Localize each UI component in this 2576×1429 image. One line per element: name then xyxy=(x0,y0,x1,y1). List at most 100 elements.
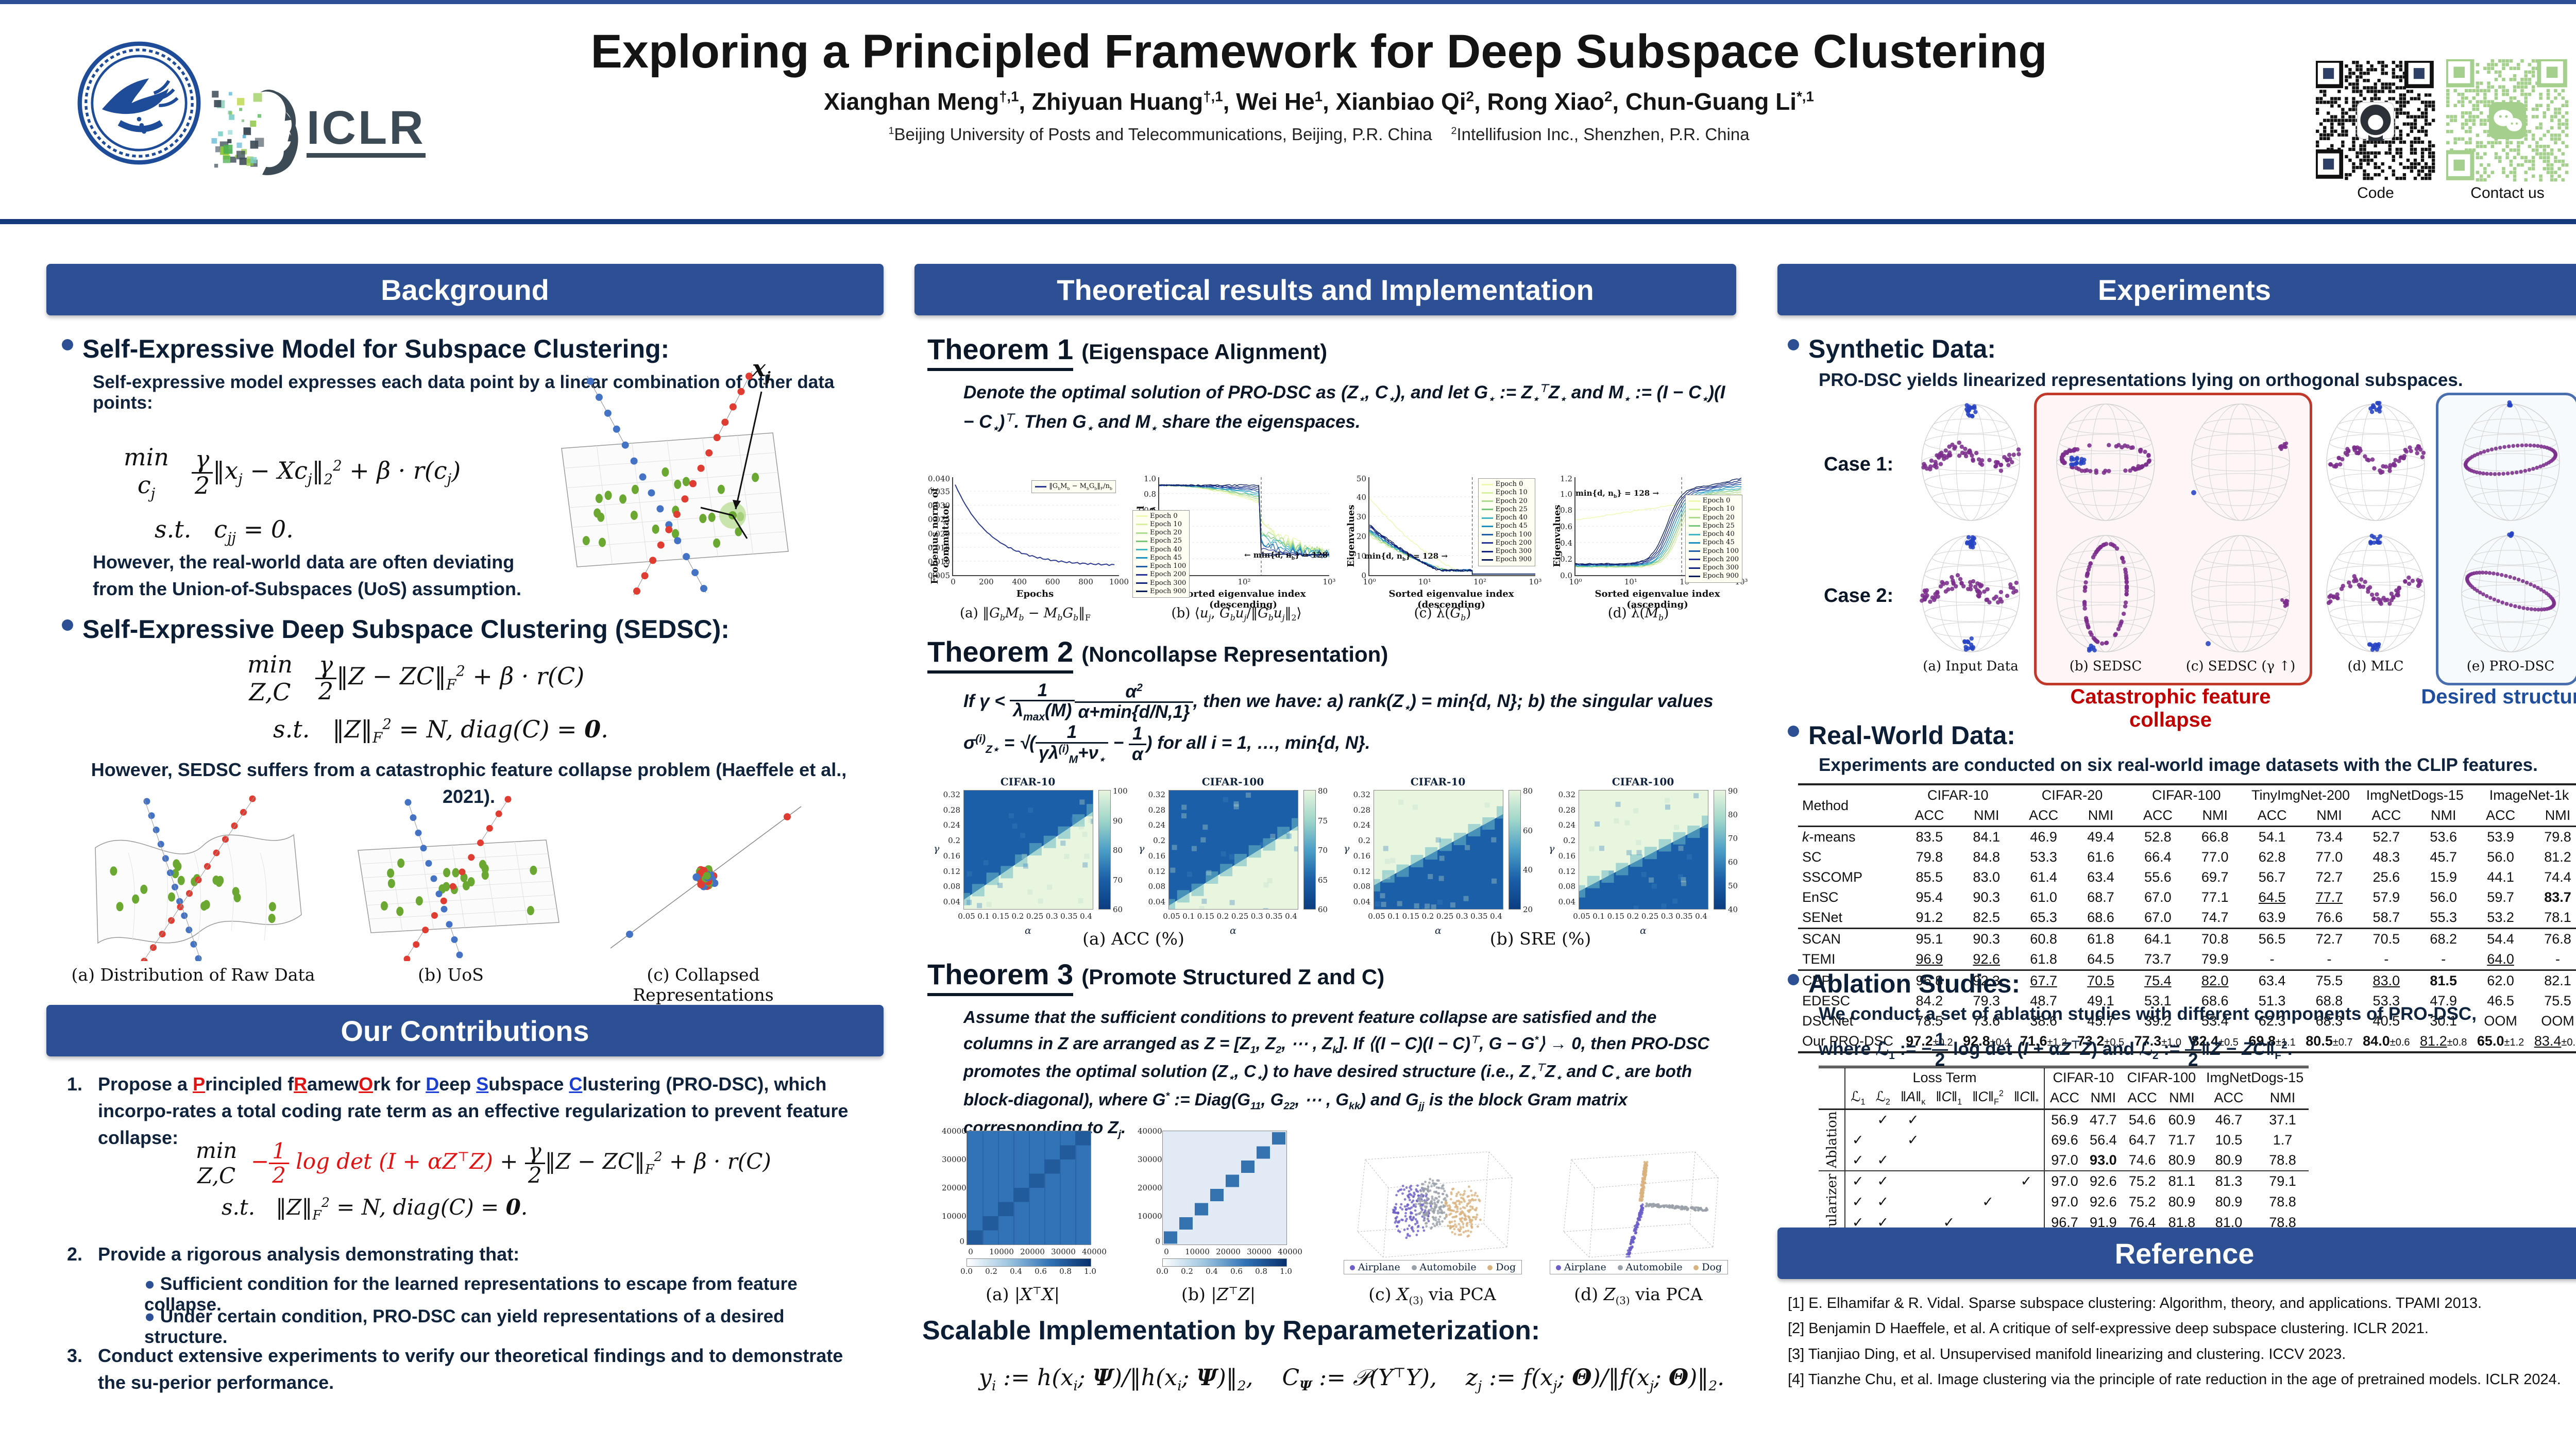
plot-eig-g-legend-item: Epoch 900 xyxy=(1481,556,1532,564)
scalable-heading: Scalable Implementation by Reparameteriz… xyxy=(922,1316,1540,1346)
plot-eig-g-legend-swatch xyxy=(1481,509,1493,511)
plot-eig-g-legend-item: Epoch 40 xyxy=(1481,514,1532,522)
gram-cbar-tick: 0.2 xyxy=(1181,1267,1193,1276)
plot-eig-m-legend-item: Epoch 25 xyxy=(1688,522,1739,530)
metric-value: 45.7 xyxy=(2087,1013,2114,1029)
heatmap-ytick: 0.24 xyxy=(1353,820,1370,830)
heatmap-ytick: 0.32 xyxy=(1558,790,1575,799)
gram-cbar-tick: 0.4 xyxy=(1206,1267,1218,1276)
plot-eig-g-legend-swatch xyxy=(1481,517,1493,519)
metric-value: 81.5 xyxy=(2430,973,2457,988)
poster-affiliations: 1Beijing University of Posts and Telecom… xyxy=(888,125,1750,144)
col-header-metric: ACC xyxy=(2029,808,2059,823)
plot-correlation-legend-swatch xyxy=(1136,557,1147,559)
plot-eig-m-legend-label: Epoch 20 xyxy=(1702,513,1735,522)
metric-value: 84.0±0.6 xyxy=(2363,1033,2410,1049)
col-header-metric: NMI xyxy=(2316,808,2342,823)
metric-value: 52.7 xyxy=(2372,829,2400,845)
plot-eig-g-ytick: 50 xyxy=(1356,474,1366,483)
contribution-item-1: Propose a Principled fRamewOrk for Deep … xyxy=(98,1073,849,1149)
heatmap-xtick: 0.05 xyxy=(1368,912,1385,921)
plot-eig-g-legend-label: Epoch 100 xyxy=(1495,530,1532,539)
sphere-captions: (a) Input Data(b) SEDSC(c) SEDSC (γ ↑)(d… xyxy=(1906,659,2576,679)
plot-correlation-legend-label: Epoch 10 xyxy=(1150,520,1182,528)
top-border xyxy=(0,0,2576,4)
loss-term-header: Loss Term xyxy=(1844,1067,2045,1087)
check-cell xyxy=(2009,1150,2044,1171)
plot-eig-g-legend-swatch xyxy=(1481,534,1493,536)
plot-correlation-legend-label: Epoch 900 xyxy=(1150,587,1187,595)
plot-eig-g-xtick: 10¹ xyxy=(1418,577,1431,586)
raw-data-figure xyxy=(67,791,319,965)
heatmap-cbar-tick: 70 xyxy=(1728,834,1738,843)
synthetic-heading: Synthetic Data: xyxy=(1788,334,1996,364)
fig-t3b-caption: (b) |Z⊤Z| xyxy=(1181,1284,1256,1304)
plot-eig-m-legend-label: Epoch 100 xyxy=(1702,547,1739,555)
abl-value: 46.7 xyxy=(2215,1112,2243,1128)
metric-value: 75.5 xyxy=(2544,993,2571,1008)
gram-cbar-tick: 1.0 xyxy=(1280,1267,1292,1276)
heatmap-ytick: 0.12 xyxy=(1148,866,1165,876)
metric-value: 79.3 xyxy=(1973,993,2000,1008)
metric-value: - xyxy=(2327,951,2332,967)
plot-eig-g-legend-swatch xyxy=(1481,550,1493,552)
check-cell: ✓ xyxy=(1877,1215,1889,1231)
metric-value: 79.9 xyxy=(2201,951,2229,967)
case1-label: Case 1: xyxy=(1824,453,1894,475)
heatmap-ytick: 0.16 xyxy=(943,851,960,861)
contribution-item-3: Conduct extensive experiments to verify … xyxy=(98,1345,843,1393)
synthetic-subtext: PRO-DSC yields linearized representation… xyxy=(1819,370,2463,390)
heatmap-xtick: 0.1 xyxy=(977,912,990,921)
contribution-item-2a: ● Sufficient condition for the learned r… xyxy=(144,1274,798,1315)
heatmap-xtick: 0.05 xyxy=(1163,912,1180,921)
plot-commutator-xtick: 1000 xyxy=(1109,577,1129,586)
abl-value: 80.9 xyxy=(2215,1152,2243,1168)
heatmap-ytick: 0.24 xyxy=(943,820,960,830)
heatmap-xtick: 0.1 xyxy=(1182,912,1195,921)
plot-correlation-legend-label: Epoch 20 xyxy=(1150,529,1182,536)
col-header-metric: ACC xyxy=(2257,808,2287,823)
metric-value: 79.8 xyxy=(1916,849,1943,865)
plot-eig-m-legend-swatch xyxy=(1688,575,1700,577)
plot-correlation-legend-item: Epoch 0 xyxy=(1136,512,1186,520)
metric-value: 81.2 xyxy=(2544,849,2571,865)
plot-commutator-ytick: 0.025 xyxy=(928,515,950,525)
plot-correlation-legend-item: Epoch 10 xyxy=(1136,520,1186,529)
heatmap-xlabel: α xyxy=(1025,925,1031,936)
metric-value: 90.3 xyxy=(1973,889,2000,905)
col-header-metric: NMI xyxy=(2545,808,2571,823)
plot-eig-m-legend-label: Epoch 40 xyxy=(1702,530,1735,538)
metric-value: 62.0 xyxy=(2487,973,2514,988)
metric-value: 95.4 xyxy=(1916,889,1943,905)
metric-value: 48.3 xyxy=(2372,849,2400,865)
reference-list: [1] E. Elhamifar & R. Vidal. Sparse subs… xyxy=(1788,1291,2576,1392)
plot-eig-m-ytick: 1.0 xyxy=(1560,489,1572,499)
plot-eig-m-legend-label: Epoch 900 xyxy=(1702,572,1739,580)
metric-value: 65.0±1.2 xyxy=(2477,1033,2524,1049)
metric-value: 38.6 xyxy=(2030,1013,2057,1029)
metric-value: 73.4 xyxy=(2315,829,2343,845)
gram-ytick: 40000 xyxy=(942,1127,967,1136)
abl-dataset-header: CIFAR-100 xyxy=(2127,1070,2196,1085)
heatmap-xtick: 0.2 xyxy=(1421,912,1434,921)
heatmap-body xyxy=(1368,790,1509,913)
plot-eig-g-ytick: 10 xyxy=(1356,551,1366,561)
check-cell xyxy=(1967,1130,2009,1150)
heatmap-ytick: 0.12 xyxy=(1353,866,1370,876)
fig-t3c-caption: (c) X(3) via PCA xyxy=(1368,1284,1496,1307)
sedsc-heading: Self-Expressive Deep Subspace Clustering… xyxy=(62,614,730,644)
abl-metric-header: NMI xyxy=(2090,1090,2116,1106)
plot-eig-m-legend-item: Epoch 45 xyxy=(1688,539,1739,547)
plot-commutator-legend-label: ‖GbMb − MbGb‖F/nb xyxy=(1049,482,1112,491)
plot-eig-m-annotation: min{d, nb} = 128 → xyxy=(1575,489,1659,499)
plot-correlation-xlabel: Sorted eigenvalue index (descending) xyxy=(1180,589,1306,610)
collapse-box xyxy=(2034,393,2312,685)
heatmap-xtick: 0.3 xyxy=(1045,912,1058,921)
